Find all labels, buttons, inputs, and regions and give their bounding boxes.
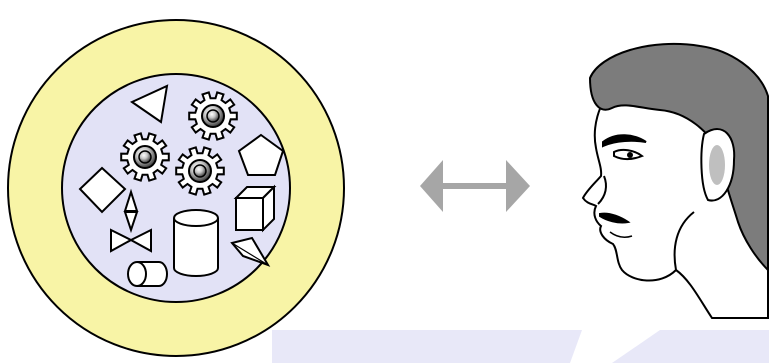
gear-icon [176,147,224,194]
gear-icon [121,133,169,180]
gear-center [207,110,219,122]
system-circle [8,20,344,356]
callout-box-left [272,330,582,363]
small-cylinder-icon [128,262,167,286]
double-headed-arrow-icon [420,160,530,212]
ear-shading [709,145,725,185]
cylinder-icon [174,210,218,276]
human-head-profile-icon [583,44,768,318]
gear-center [139,151,151,163]
gear-icon [189,92,237,139]
gear-center [194,165,206,177]
callout-box-right [612,330,769,363]
cube-icon [236,187,274,230]
